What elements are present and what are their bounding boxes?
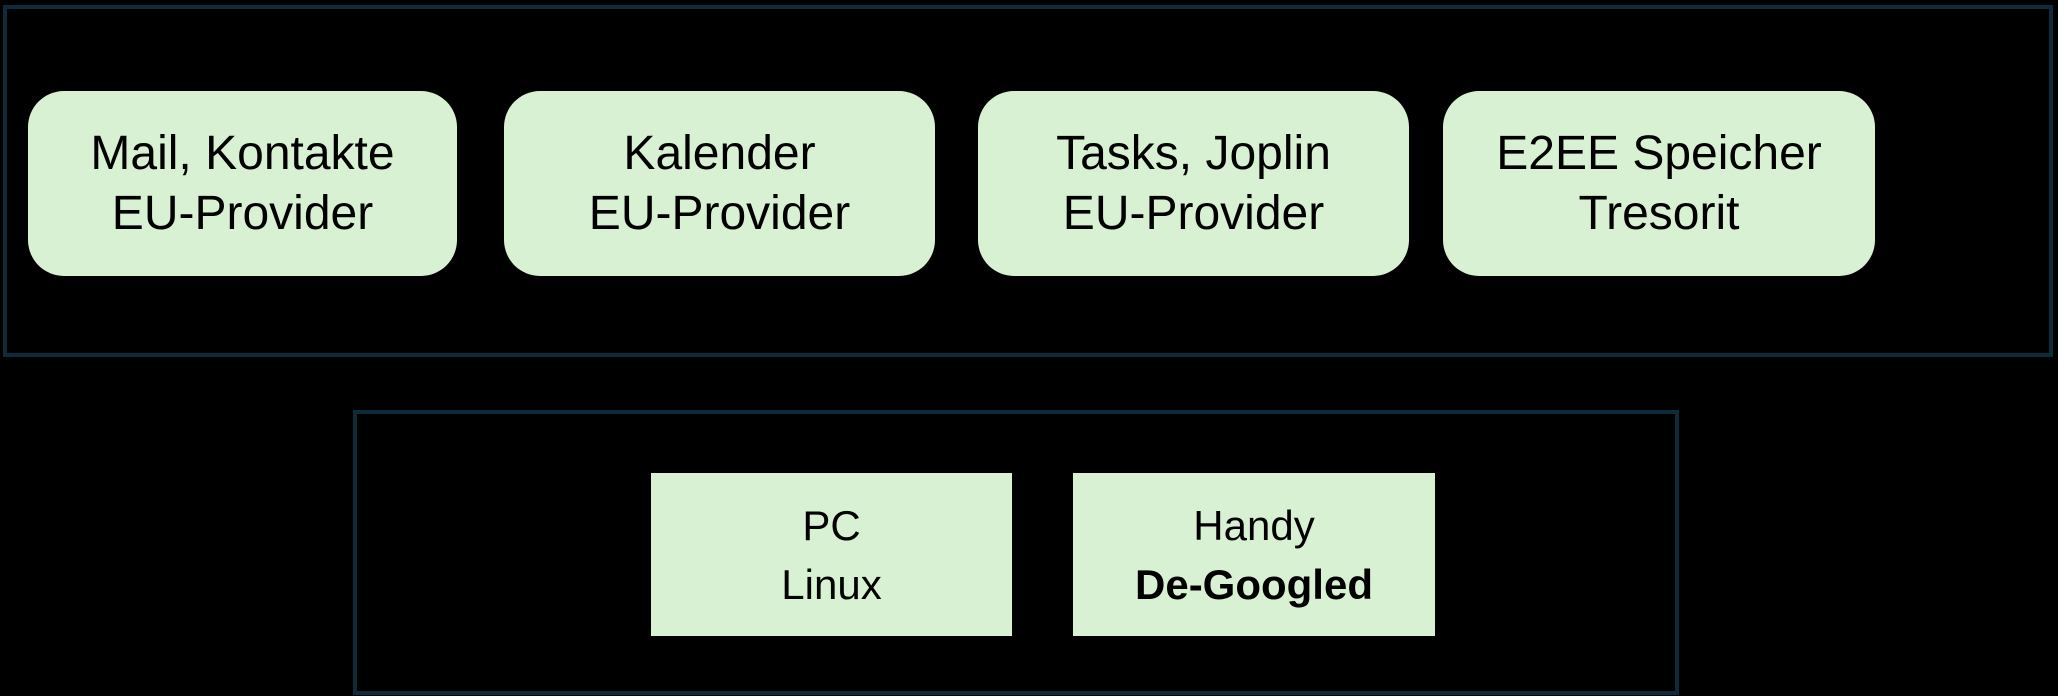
- node-label-line2: EU-Provider: [111, 186, 374, 240]
- devices-group-container: PC Linux Handy De-Googled: [353, 410, 1679, 695]
- node-label-line2: Tresorit: [1578, 186, 1740, 240]
- node-label-line2: EU-Provider: [1062, 186, 1325, 240]
- node-label-line1: Tasks, Joplin: [1056, 126, 1331, 180]
- node-label-line1: Kalender: [623, 126, 816, 180]
- node-tasks-joplin: Tasks, Joplin EU-Provider: [978, 91, 1409, 276]
- node-handy-degoogled: Handy De-Googled: [1073, 473, 1435, 636]
- node-label-line1: Mail, Kontakte: [90, 126, 395, 180]
- node-label-line2: EU-Provider: [588, 186, 851, 240]
- node-label-line1: PC: [802, 501, 861, 549]
- node-label-line1: E2EE Speicher: [1496, 126, 1822, 180]
- node-e2ee-speicher: E2EE Speicher Tresorit: [1443, 91, 1875, 276]
- node-kalender: Kalender EU-Provider: [504, 91, 935, 276]
- services-group-container: Mail, Kontakte EU-Provider Kalender EU-P…: [3, 5, 2053, 357]
- node-mail-kontakte: Mail, Kontakte EU-Provider: [28, 91, 457, 276]
- node-label-line2: De-Googled: [1135, 560, 1373, 608]
- node-label-line2: Linux: [781, 560, 882, 608]
- node-pc-linux: PC Linux: [651, 473, 1012, 636]
- node-label-line1: Handy: [1193, 501, 1315, 549]
